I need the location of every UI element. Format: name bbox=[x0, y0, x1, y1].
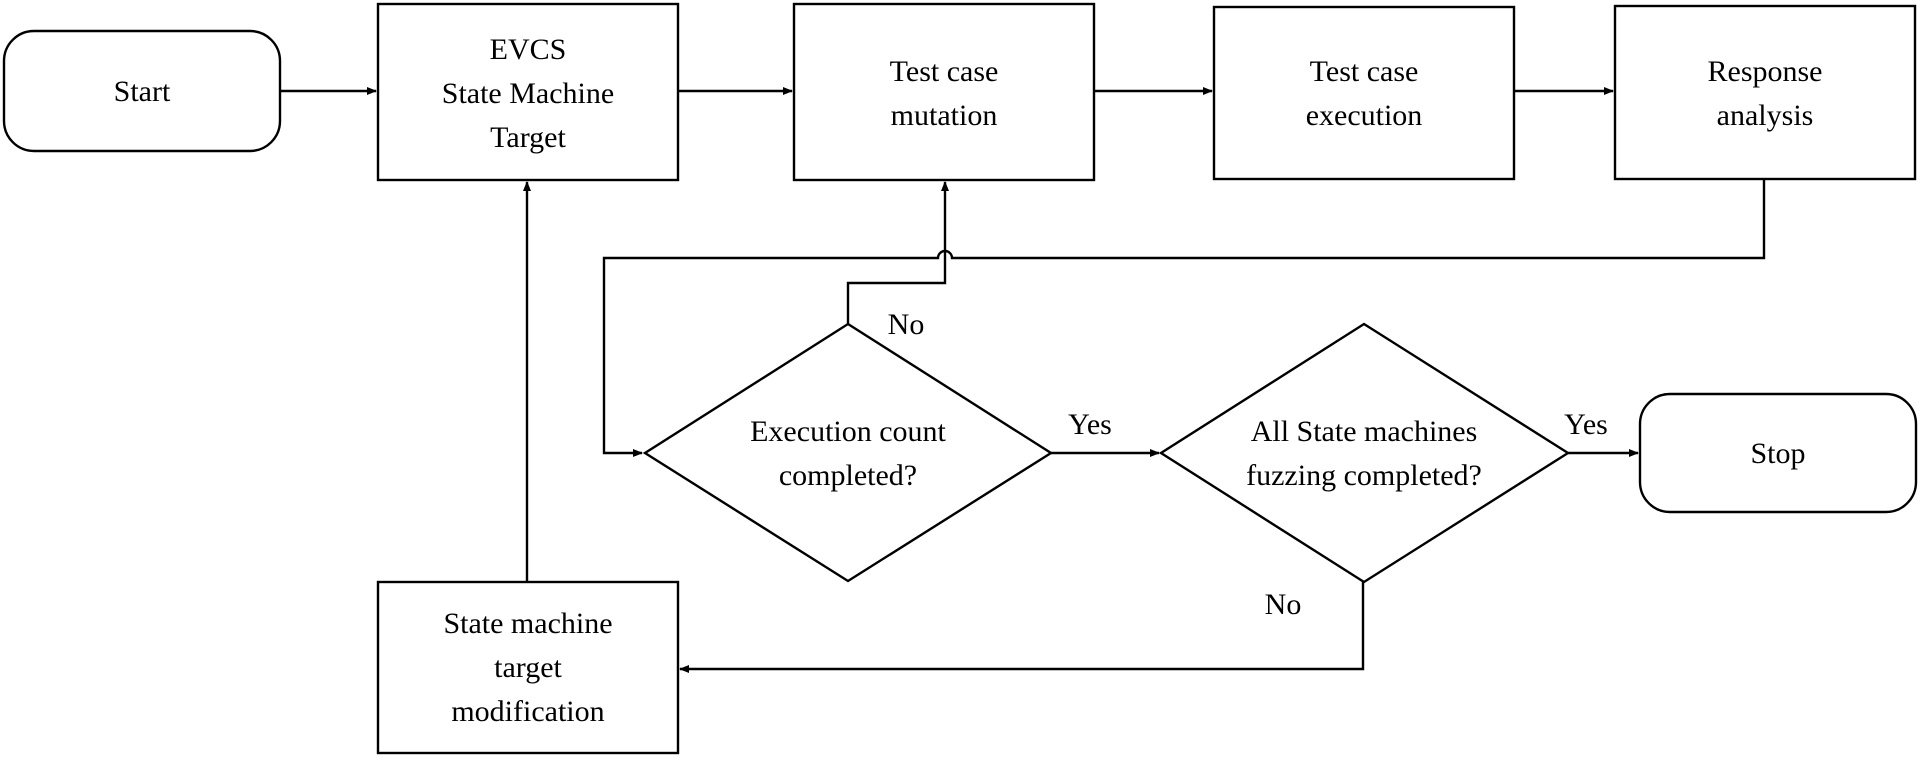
node-text-line: fuzzing completed? bbox=[1246, 459, 1482, 492]
node-text-line: State machine bbox=[443, 607, 612, 640]
node-text-line: EVCS bbox=[490, 33, 567, 66]
node-text: Test case mutation bbox=[890, 55, 999, 132]
node-text: All State machines fuzzing completed? bbox=[1246, 415, 1482, 492]
node-text: Start bbox=[114, 75, 171, 108]
node-text: State machine target modification bbox=[443, 607, 612, 728]
node-text-line: Response bbox=[1708, 55, 1823, 88]
node-all-check: All State machines fuzzing completed? bbox=[1158, 322, 1571, 584]
node-stop: Stop bbox=[1638, 392, 1918, 514]
node-analysis: Response analysis bbox=[1613, 4, 1917, 181]
node-text-line: completed? bbox=[779, 459, 917, 492]
node-mutation: Test case mutation bbox=[792, 2, 1096, 182]
node-text: Response analysis bbox=[1708, 55, 1823, 132]
node-execution: Test case execution bbox=[1212, 5, 1516, 181]
node-text-line: mutation bbox=[891, 99, 998, 132]
node-count-check: Execution count completed? bbox=[642, 322, 1054, 583]
label-count-no: No bbox=[888, 308, 925, 341]
node-text-line: analysis bbox=[1717, 99, 1814, 132]
node-text-line: Test case bbox=[890, 55, 999, 88]
node-text: Stop bbox=[1750, 437, 1805, 470]
node-text-line: target bbox=[494, 651, 562, 684]
edge-all-no-to-modification bbox=[679, 582, 1365, 673]
edge-count-no-to-mutation bbox=[846, 181, 949, 324]
node-text: Execution count completed? bbox=[750, 415, 946, 492]
node-start: Start bbox=[2, 29, 282, 153]
node-text-line: State Machine bbox=[442, 77, 614, 110]
node-text-line: Execution count bbox=[750, 415, 946, 448]
label-all-yes: Yes bbox=[1564, 408, 1608, 441]
edge-labels: No Yes Yes No bbox=[888, 308, 1608, 621]
node-text-line: Stop bbox=[1750, 437, 1805, 470]
node-text-line: Start bbox=[114, 75, 171, 108]
label-count-yes: Yes bbox=[1068, 408, 1112, 441]
node-text-line: modification bbox=[451, 695, 604, 728]
node-text: Test case execution bbox=[1306, 55, 1423, 132]
edges bbox=[281, 87, 1766, 673]
node-text-line: execution bbox=[1306, 99, 1423, 132]
node-modification: State machine target modification bbox=[376, 580, 680, 755]
node-text-line: Test case bbox=[1310, 55, 1419, 88]
node-text-line: All State machines bbox=[1251, 415, 1478, 448]
node-text-line: Target bbox=[490, 121, 566, 154]
label-all-no: No bbox=[1265, 588, 1302, 621]
